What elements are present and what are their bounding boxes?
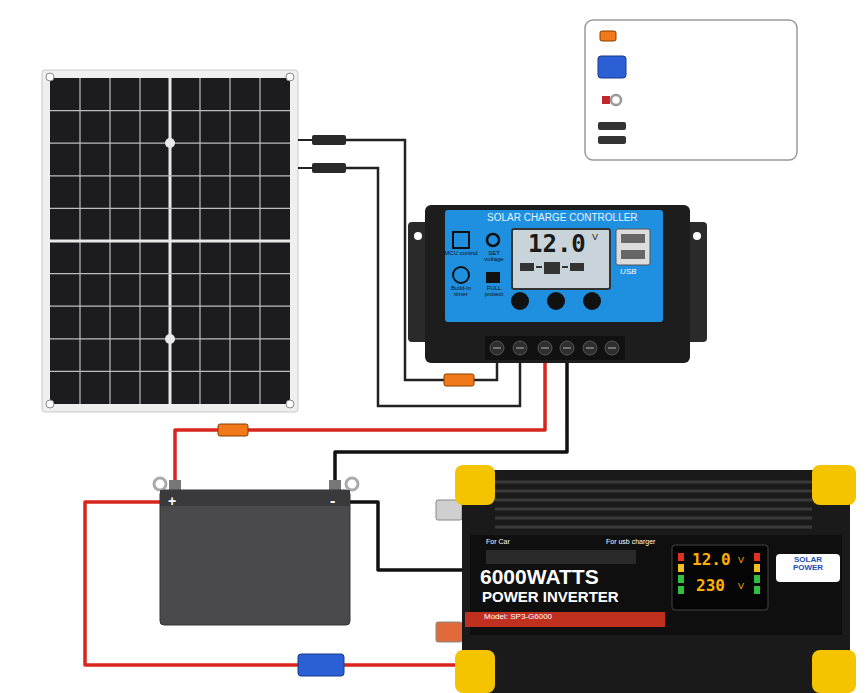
label: 12.0 [692, 552, 731, 569]
label: V [592, 233, 598, 242]
inverter-housing [462, 470, 850, 693]
mc4-icon [598, 122, 626, 130]
usb-port [616, 229, 650, 265]
node-text: POWER INVERTER [482, 589, 619, 606]
icon [487, 234, 499, 246]
node-text: Model: SP3-G6000 [484, 613, 552, 622]
ring-terminal-icon [602, 96, 610, 104]
fuse [444, 374, 474, 386]
battery: +- [160, 490, 350, 625]
cell-grid [50, 78, 290, 404]
fuse [218, 424, 248, 436]
bumper [812, 650, 856, 693]
lcd [512, 229, 610, 289]
solar-cells [50, 78, 290, 404]
node-text: 6000WATTS [480, 565, 599, 588]
label: USB [620, 268, 636, 276]
label: V [738, 582, 744, 591]
power-inverter: 6000WATTSPOWER INVERTER Model: SP3-G6000 [462, 470, 850, 693]
fuse-holder-icon [598, 56, 626, 78]
terminal-post [169, 480, 181, 490]
label: Build-in timer [444, 285, 478, 298]
label: V [738, 556, 744, 565]
label: For Car [486, 538, 510, 545]
bumper [812, 465, 856, 505]
label: 12.0 [528, 232, 586, 257]
terminal-block [490, 341, 619, 355]
icon [453, 232, 469, 248]
label: FULL protect [478, 285, 510, 298]
node-text: - [330, 492, 335, 510]
battery-body [160, 490, 350, 625]
button [511, 292, 529, 310]
inverter-terminal [436, 622, 462, 642]
ring-lug [346, 478, 358, 490]
bumper [455, 465, 495, 505]
terminal-post [329, 480, 341, 490]
heat-sink [495, 482, 812, 527]
icon [486, 272, 500, 283]
label: SOLAR POWER [779, 556, 837, 573]
bumper [455, 650, 495, 693]
controller-face [445, 210, 663, 322]
logo-badge [776, 554, 840, 582]
fuse-icon [600, 31, 616, 41]
label: For usb charger [606, 538, 655, 545]
model-band [465, 612, 665, 627]
node-text: + [168, 494, 176, 509]
label: SET voltage [478, 250, 510, 263]
mc4-connector [312, 163, 346, 173]
button [547, 292, 565, 310]
legend-box [585, 20, 797, 160]
label: MCU control [444, 250, 478, 256]
fuse-holder [298, 654, 344, 676]
mc4-icon [598, 136, 626, 144]
mc4-connector [312, 135, 346, 145]
ring-terminal-icon [611, 95, 621, 105]
controller-housing [425, 205, 690, 363]
button [583, 292, 601, 310]
label: 230 [696, 578, 725, 595]
charge-controller: SOLAR CHARGE CONTROLLER [425, 205, 690, 363]
icon [453, 267, 469, 283]
node-text: SOLAR CHARGE CONTROLLER [487, 212, 638, 223]
ring-lug [154, 478, 166, 490]
inverter-display [672, 545, 768, 610]
solar-panel [42, 70, 298, 412]
